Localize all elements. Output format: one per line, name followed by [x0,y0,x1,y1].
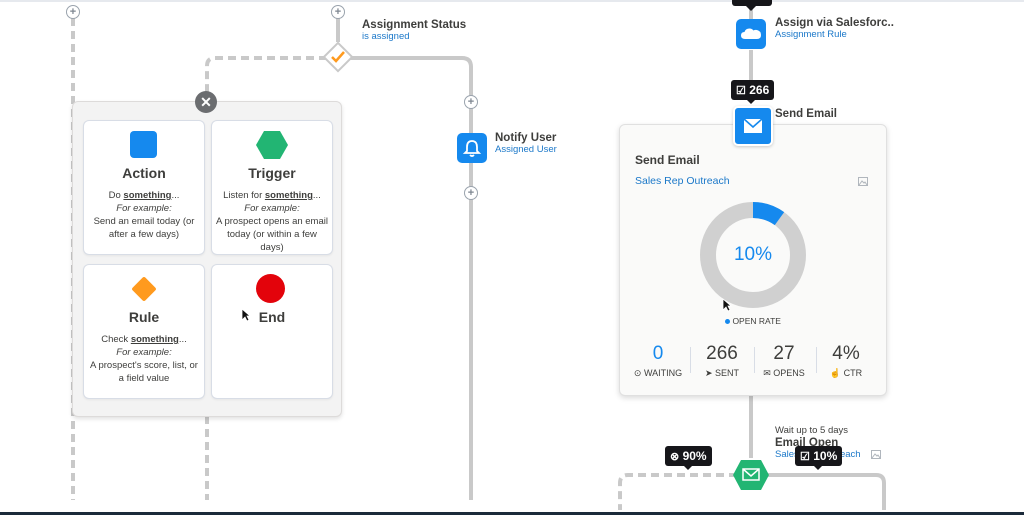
stat-divider [690,347,691,373]
end-icon [256,274,285,303]
email-open-trigger-icon[interactable] [733,460,769,490]
rule-card[interactable]: Rule Check something... For example: A p… [83,264,205,399]
click-icon: ☝ [829,368,842,378]
stat-opens: 27 ✉ OPENS [763,343,805,378]
action-card[interactable]: Action Do something... For example: Send… [83,120,205,255]
assignment-status-node[interactable]: Assignment Status is assigned [362,19,466,42]
card-description: Listen for something... For example: A p… [216,190,328,253]
notify-user-bell-icon[interactable] [457,133,487,163]
add-step-plus-icon[interactable]: + [331,5,345,19]
card-title: Trigger [248,165,296,181]
open-rate-legend: OPEN RATE [620,316,886,326]
card-title: Rule [128,309,160,325]
assignment-status-rule-icon[interactable] [322,41,354,73]
add-step-plus-icon[interactable]: + [66,5,80,19]
open-rate-donut-chart [700,202,806,308]
node-title: Send Email [775,108,837,120]
close-palette-button[interactable]: ✕ [195,91,217,113]
envelope-icon: ✉ [763,368,771,378]
salesforce-cloud-icon[interactable] [736,19,766,49]
send-email-stats-card[interactable]: Send Email Sales Rep Outreach 10% OPEN R… [619,124,887,396]
send-icon: ➤ [704,368,713,378]
image-icon[interactable] [871,450,881,459]
checkbox-icon: ☑ [800,451,810,463]
node-title: Assignment Status [362,19,467,31]
node-subtitle: is assigned [362,31,410,42]
card-description: Check something... For example: A prospe… [90,334,198,384]
action-icon [130,131,157,158]
node-title: Assign via Salesforc.. [775,17,894,29]
bottom-border [0,512,1024,515]
legend-label: OPEN RATE [732,316,781,326]
stat-waiting: 0 ⊙ WAITING [633,343,683,378]
stat-sent: 266 ➤ SENT [704,343,740,378]
badge-value: 10% [813,449,838,463]
badge-stub [732,0,772,6]
send-email-envelope-icon[interactable] [733,106,773,146]
checkbox-icon: ☑ [736,85,746,97]
no-branch-badge: ⊗ 90% [665,446,712,466]
trigger-card[interactable]: Trigger Listen for something... For exam… [211,120,333,255]
card-title: Send Email [635,153,700,167]
card-title: Action [122,165,166,181]
node-title: Notify User [495,132,557,144]
x-circle-icon: ⊗ [670,451,680,463]
trigger-icon [256,131,288,159]
stat-divider [754,347,755,373]
clock-icon: ⊙ [633,368,642,378]
add-step-plus-icon[interactable]: + [464,95,478,109]
add-step-plus-icon[interactable]: + [464,186,478,200]
top-border [0,0,1024,2]
notify-user-node[interactable]: Notify User Assigned User [495,132,557,155]
card-subtitle-link[interactable]: Sales Rep Outreach [635,175,730,187]
card-title: End [258,309,286,325]
legend-dot [725,319,731,325]
rule-icon [132,277,156,301]
badge-value: 266 [749,83,770,97]
badge-pointer [745,5,757,11]
card-description: Do something... For example: Send an ema… [93,190,195,240]
badge-pointer [746,99,756,104]
badge-pointer [813,465,823,470]
wait-duration-text: Wait up to 5 days [775,425,849,436]
node-subtitle: Assignment Rule [775,29,847,40]
donut-fill-segment [700,202,806,308]
open-rate-percent: 10% [733,244,773,265]
step-type-palette: Action Do something... For example: Send… [72,101,342,417]
assign-node[interactable]: Assign via Salesforc.. Assignment Rule [775,17,894,40]
end-card[interactable]: End [211,264,333,399]
mouse-cursor-icon [241,308,251,322]
badge-pointer [683,465,693,470]
node-subtitle: Assigned User [495,144,557,155]
mouse-cursor-icon [722,298,732,312]
yes-branch-badge: ☑ 10% [795,446,843,466]
stat-ctr: 4% ☝ CTR [829,343,863,378]
badge-value: 90% [682,449,707,463]
image-icon[interactable] [858,177,868,186]
sent-count-badge: ☑ 266 [731,80,775,100]
stat-divider [816,347,817,373]
send-email-node[interactable]: Send Email [775,108,841,120]
